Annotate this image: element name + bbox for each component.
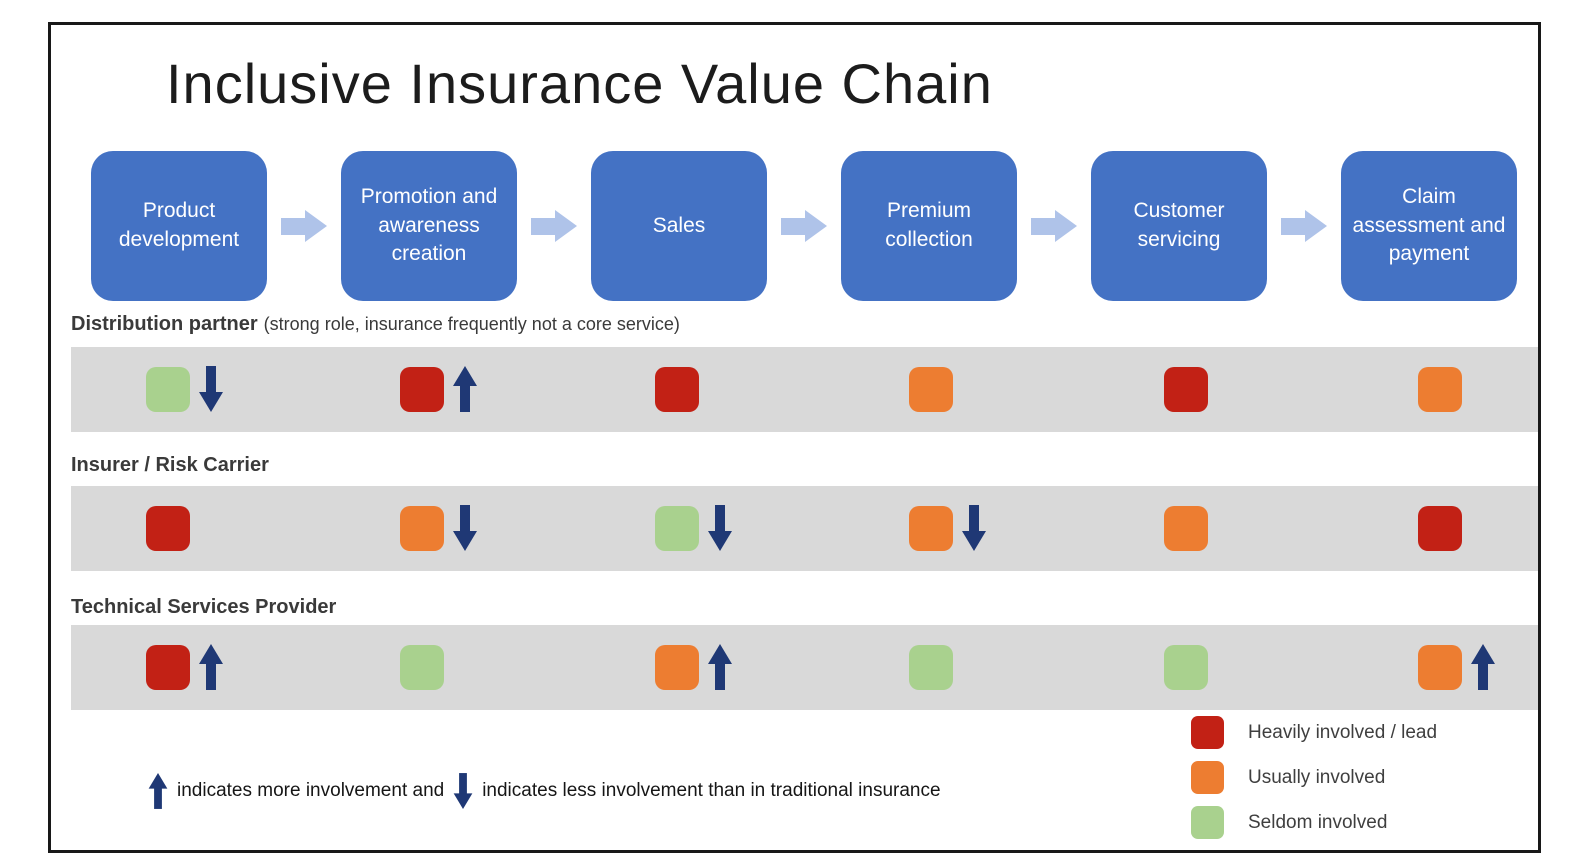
seldom-involvement-square [909,644,954,690]
diagram-frame: Inclusive Insurance Value Chain Product … [48,22,1541,853]
down-arrow-icon [453,505,478,551]
involvement-cell [1163,644,1208,690]
seldom-legend-square [1191,806,1224,839]
right-arrow-icon [781,210,827,242]
row-heading-technical-services-provider: Technical Services Provider [71,596,342,619]
page-title: Inclusive Insurance Value Chain [166,52,993,115]
right-arrow-icon [281,210,327,242]
seldom-involvement-square [1163,644,1208,690]
right-arrow-icon [1281,210,1327,242]
row-label: Technical Services Provider [71,596,337,618]
seldom-involvement-square [400,644,445,690]
involvement-cell [909,644,954,690]
chain-step-claim-assessment: Claim assessment and payment [1341,151,1517,301]
usual-involvement-square [909,505,954,551]
up-arrow-icon [707,644,732,690]
up-arrow-icon [199,644,223,690]
row-heading-insurer-risk-carrier: Insurer / Risk Carrier [71,454,275,477]
heavy-involvement-square [146,644,190,690]
legend-item: Usually involved [1191,761,1437,794]
usual-involvement-square [1163,505,1208,551]
chain-step-sales: Sales [591,151,767,301]
involvement-band-distribution-partner [71,347,1538,432]
involvement-cell [1418,505,1462,551]
legend-label: Usually involved [1248,766,1386,788]
chain-step-product-development: Product development [91,151,267,301]
usual-involvement-square [1418,644,1462,690]
down-arrow-icon [962,505,987,551]
involvement-cell [1418,644,1495,690]
usual-involvement-square [1418,366,1462,412]
involvement-cell [146,505,190,551]
legend-item: Heavily involved / lead [1191,716,1437,749]
right-arrow-icon [531,210,577,242]
heavy-involvement-square [654,366,699,412]
usual-legend-square [1191,761,1224,794]
involvement-cell [654,505,732,551]
involvement-cell [1163,505,1208,551]
down-arrow-icon [707,505,732,551]
legend-label: Heavily involved / lead [1248,721,1438,743]
involvement-cell [400,366,478,412]
involvement-cell [909,366,954,412]
heavy-involvement-square [1163,366,1208,412]
usual-involvement-square [909,366,954,412]
row-heading-distribution-partner: Distribution partner(strong role, insura… [71,313,680,336]
up-arrow-icon [453,366,478,412]
involvement-cell [654,644,732,690]
heavy-involvement-square [400,366,445,412]
row-label: Distribution partner [71,313,258,335]
row-label: Insurer / Risk Carrier [71,454,269,476]
usual-involvement-square [400,505,445,551]
involvement-cell [400,644,445,690]
involvement-band-technical-services-provider [71,625,1538,710]
involvement-cell [146,644,223,690]
seldom-involvement-square [654,505,699,551]
down-arrow-icon [199,366,223,412]
footnote-less-text: indicates less involvement than in tradi… [482,780,941,801]
footnote-more-text: indicates more involvement and [177,780,445,801]
involvement-cell [400,505,478,551]
heavy-involvement-square [1418,505,1462,551]
row-note: (strong role, insurance frequently not a… [263,314,680,334]
chain-step-premium-collection: Premium collection [841,151,1017,301]
usual-involvement-square [654,644,699,690]
legend-label: Seldom involved [1248,811,1388,833]
legend-item: Seldom involved [1191,806,1437,839]
chain-step-promotion: Promotion and awareness creation [341,151,517,301]
down-arrow-icon [453,773,473,809]
involvement-cell [1418,366,1462,412]
chain-step-customer-servicing: Customer servicing [1091,151,1267,301]
involvement-cell [909,505,987,551]
heavy-involvement-square [146,505,190,551]
involvement-cell [654,366,699,412]
involvement-band-insurer-risk-carrier [71,486,1538,571]
up-arrow-icon [1471,644,1495,690]
heavy-legend-square [1191,716,1224,749]
right-arrow-icon [1031,210,1077,242]
involvement-cell [146,366,223,412]
seldom-involvement-square [146,366,190,412]
up-arrow-icon [148,773,168,809]
involvement-cell [1163,366,1208,412]
footnote: indicates more involvement and indicates… [146,763,941,819]
value-chain: Product development Promotion and awaren… [91,151,1517,301]
